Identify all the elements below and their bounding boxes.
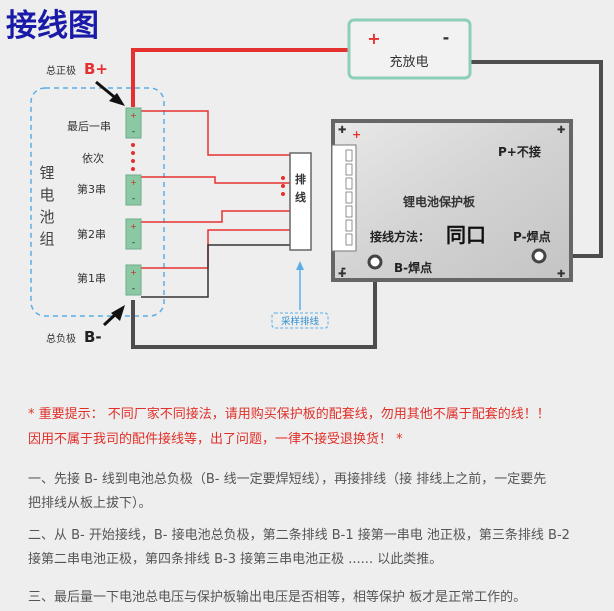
svg-text:充放电: 充放电 (389, 54, 428, 70)
svg-text:+: + (367, 29, 380, 48)
svg-text:✚: ✚ (338, 125, 346, 136)
svg-text:-: - (132, 194, 135, 204)
cell-1: + - (125, 264, 142, 296)
svg-text:-: - (132, 284, 135, 294)
svg-text:✚: ✚ (338, 269, 346, 280)
b-minus-main-wire (131, 262, 377, 349)
cell-label-1: 第1串 (77, 271, 106, 285)
step-1-line-2: 把排线从板上拔下）。 (28, 496, 152, 511)
sample-cable-tag (271, 312, 329, 329)
cell-label-etc: 依次 (82, 151, 104, 165)
b-plus-wire (131, 48, 348, 107)
cell-2: + - (125, 218, 142, 250)
wiring-method-label: 接线方法： (370, 229, 430, 244)
svg-text:✚: ✚ (557, 125, 565, 136)
p-minus-label: P-焊点 (513, 229, 551, 244)
diagram-title: 接线图 (6, 8, 99, 44)
charger-box: + - 充放电 (347, 18, 472, 80)
battery-group-frame (30, 87, 165, 317)
b-minus-pad-label: B-焊点 (394, 260, 432, 275)
step-1: 一、先接 B- 线到电池总负极（B- 线一定要焊短线），再接排线（接 排线上之前… (28, 468, 594, 516)
board-minus: - (341, 261, 346, 275)
svg-text:-: - (443, 28, 450, 47)
cell-label-last: 最后一串 (67, 120, 111, 133)
svg-text:✚: ✚ (557, 269, 565, 280)
cell-3: + - (125, 174, 142, 206)
step-2-line-1: 二、从 B- 开始接线，B- 接电池总负极，第二条排线 B-1 接第一串电 池正… (28, 528, 570, 543)
svg-text:+: + (130, 222, 137, 231)
p-minus-pad (531, 248, 547, 264)
b-minus-prefix: 总负极 (46, 332, 76, 345)
cell-label-3: 第3串 (77, 182, 106, 196)
notes-section: * 重要提示： 不同厂家不同接法，请用购买保护板的配套线，勿用其他不属于配套的线… (0, 400, 614, 611)
b-minus-pad (367, 254, 383, 270)
b-minus-label: B- (84, 328, 102, 346)
svg-text:排: 排 (295, 172, 306, 186)
warning-line-2: 因用不属于我司的配件接线等，出了问题，一律不接受退换货！ * (28, 432, 403, 447)
cable-ellipsis-dots (281, 176, 285, 196)
svg-text:+: + (130, 178, 137, 187)
p-plus-note: P+不接 (498, 144, 541, 159)
b-plus-prefix: 总正极 (46, 64, 76, 77)
svg-text:线: 线 (295, 190, 306, 204)
svg-text:组: 组 (39, 230, 54, 248)
svg-text:锂: 锂 (39, 164, 54, 182)
board-plus: + (352, 128, 361, 141)
board-name: 锂电池保护板 (403, 194, 476, 209)
b-minus-arrow (102, 305, 125, 327)
step-2-line-2: 接第二串电池正极，第四条排线 B-3 接第三串电池正极 ...... 以此类推。 (28, 552, 443, 567)
b-plus-label: B+ (84, 60, 108, 78)
svg-text:电: 电 (39, 186, 54, 204)
step-2: 二、从 B- 开始接线，B- 接电池总负极，第二条排线 B-1 接第一串电 池正… (28, 524, 594, 572)
warning-line-1: * 重要提示： 不同厂家不同接法，请用购买保护板的配套线，勿用其他不属于配套的线… (28, 407, 550, 422)
svg-text:池: 池 (39, 208, 54, 226)
svg-text:+: + (130, 268, 137, 277)
sample-cable-label: 采样排线 (281, 316, 320, 328)
cell-last: + - (125, 107, 142, 139)
sense-wire-b-minus (141, 244, 290, 298)
svg-text:+: + (130, 111, 137, 120)
cell-ellipsis-dots (131, 143, 135, 171)
b-plus-arrow (95, 80, 125, 106)
sample-cable-arrow (296, 261, 304, 310)
protection-board: ✚ ✚ ✚ ✚ + - P+不接 锂电池保护板 接线方法： 同口 P-焊点 B-焊点 (331, 119, 573, 282)
svg-text:-: - (132, 238, 135, 248)
wiring-diagram: 接线图 锂 电 池 组 最后一串 依次 第3串 第2串 第1串 + - (6, 8, 603, 349)
svg-text:-: - (132, 127, 135, 137)
battery-group-label: 锂 电 池 组 (39, 164, 54, 248)
cable-connector: 排 线 (289, 152, 312, 251)
wiring-method-value: 同口 (446, 223, 486, 247)
step-3: 三、最后量一下电池总电压与保护板输出电压是否相等，相等保护 板才是正常工作的。 (28, 586, 594, 610)
cell-label-2: 第2串 (77, 227, 106, 241)
step-1-line-1: 一、先接 B- 线到电池总负极（B- 线一定要焊短线），再接排线（接 排线上之前… (28, 472, 547, 487)
step-3-line-1: 三、最后量一下电池总电压与保护板输出电压是否相等，相等保护 板才是正常工作的。 (28, 590, 527, 605)
